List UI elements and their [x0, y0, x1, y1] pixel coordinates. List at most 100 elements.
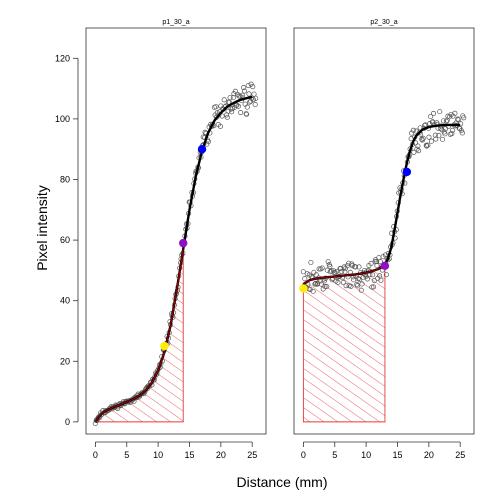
data-point: [455, 117, 461, 123]
data-point: [340, 279, 346, 286]
y-tick-label: 120: [55, 53, 70, 63]
data-point: [351, 277, 357, 283]
data-point: [325, 259, 331, 265]
data-point: [416, 148, 422, 154]
marker-yellow: [299, 284, 308, 293]
y-tick-label: 20: [60, 356, 70, 366]
x-axis-title: Distance (mm): [236, 474, 327, 490]
data-point: [411, 149, 417, 155]
data-point: [315, 281, 321, 287]
data-point: [248, 81, 254, 87]
data-point: [302, 276, 308, 282]
data-point: [356, 264, 362, 270]
x-tick-label: 5: [332, 450, 337, 460]
data-point: [424, 143, 430, 149]
data-point: [219, 113, 225, 119]
data-point: [341, 264, 347, 270]
data-point: [324, 284, 330, 290]
data-point: [252, 102, 258, 108]
y-axis-title: Pixel intensity: [34, 185, 50, 271]
x-tick-label: 15: [392, 450, 402, 460]
data-point: [139, 390, 145, 397]
panel-title: p1_30_a: [162, 19, 189, 26]
y-tick-label: 0: [65, 417, 70, 427]
data-point: [322, 283, 328, 290]
data-point: [312, 281, 318, 287]
panel-title: p2_30_a: [370, 19, 397, 26]
data-point: [227, 95, 233, 101]
x-tick-label: 25: [455, 450, 465, 460]
data-point: [213, 104, 219, 110]
data-point: [310, 288, 316, 294]
data-point: [224, 114, 230, 120]
data-point: [370, 272, 376, 278]
data-point: [246, 91, 252, 97]
data-point: [383, 272, 389, 278]
data-point: [342, 269, 348, 275]
data-point: [442, 131, 448, 137]
data-point: [354, 283, 361, 289]
data-point: [244, 104, 250, 110]
data-point: [413, 128, 419, 134]
data-point: [432, 132, 438, 138]
x-tick-label: 10: [153, 450, 163, 460]
data-point: [349, 263, 355, 269]
y-tick-label: 100: [55, 114, 70, 124]
data-point: [419, 136, 425, 142]
data-point: [311, 269, 317, 275]
data-point: [334, 269, 340, 275]
x-tick-label: 0: [301, 450, 306, 460]
data-point: [374, 258, 380, 265]
data-point: [241, 85, 247, 91]
marker-purple: [179, 238, 188, 248]
marker-purple: [380, 261, 390, 271]
y-tick-label: 60: [60, 235, 70, 245]
data-point: [332, 269, 338, 276]
data-point: [374, 262, 380, 269]
data-point: [439, 136, 446, 142]
data-point: [426, 134, 432, 140]
data-point: [425, 142, 431, 148]
panel-frame: [293, 27, 475, 435]
x-tick-label: 15: [184, 450, 194, 460]
data-point: [369, 284, 375, 290]
data-point: [449, 130, 455, 137]
data-point: [318, 266, 324, 272]
data-point: [352, 264, 359, 270]
data-point: [461, 115, 467, 121]
data-point: [308, 259, 314, 266]
data-point: [316, 266, 322, 272]
shaded-region: [302, 263, 386, 423]
data-point: [449, 127, 456, 133]
x-tick-label: 25: [247, 450, 257, 460]
data-point: [414, 146, 420, 152]
data-point: [319, 265, 325, 271]
data-point: [378, 277, 384, 283]
data-point: [455, 116, 461, 122]
data-point: [318, 281, 324, 287]
data-point: [409, 130, 415, 136]
data-point: [247, 99, 253, 105]
data-point: [221, 97, 227, 103]
data-point: [452, 110, 458, 116]
data-point: [343, 283, 349, 289]
data-point: [420, 135, 426, 141]
data-point: [229, 109, 235, 115]
data-point: [239, 92, 245, 98]
x-tick-label: 20: [424, 450, 434, 460]
data-point: [377, 259, 383, 265]
data-point: [216, 112, 222, 118]
marker-yellow: [160, 341, 169, 351]
y-tick-label: 40: [60, 296, 70, 306]
data-point: [410, 127, 416, 133]
data-point: [235, 103, 241, 109]
data-point: [253, 95, 259, 101]
data-point: [242, 101, 248, 107]
data-point: [300, 269, 306, 275]
fit-segment: [94, 249, 184, 423]
data-point: [230, 95, 236, 101]
data-point: [238, 110, 244, 116]
